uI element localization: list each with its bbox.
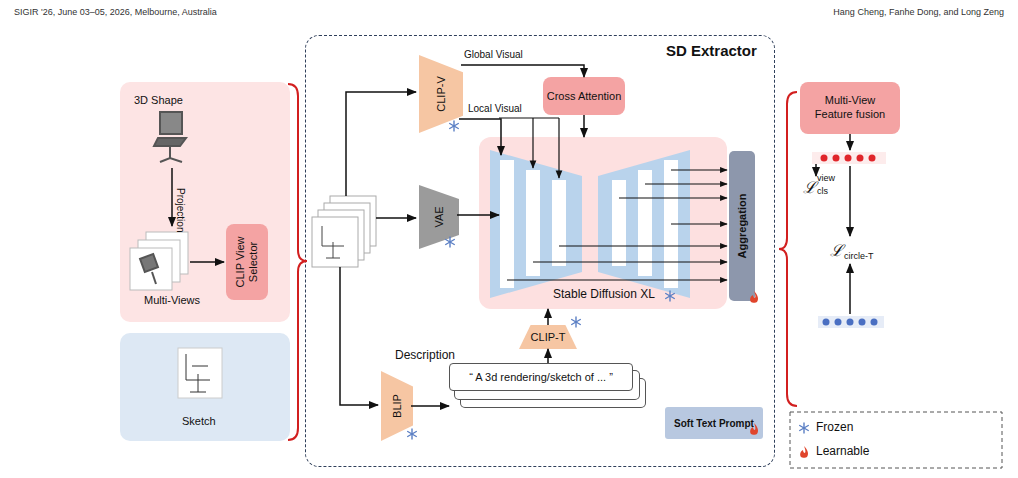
local-visual-arrows	[499, 118, 559, 178]
output-bracket	[779, 92, 797, 406]
node-text: CLIP-T	[531, 331, 566, 343]
selector-arrow	[190, 261, 224, 263]
blip-trapezoid: BLIP	[381, 371, 413, 441]
fusion-outputs	[812, 134, 886, 328]
projection-arrow	[171, 168, 173, 226]
prompt-box: Soft Text Prompt	[665, 407, 763, 439]
connector	[583, 115, 585, 137]
group-bracket	[288, 84, 307, 440]
running-header: Hang Cheng, Fanhe Dong, and Long Zeng	[833, 7, 1004, 17]
legend-text: Frozen	[816, 420, 853, 434]
running-header: SIGIR '26, June 03–05, 2026, Melbourne, …	[14, 7, 217, 17]
annotation: Description	[395, 348, 455, 362]
selector-box: CLIP View Selector	[226, 224, 268, 300]
encoder-trapezoid: CLIP-V	[419, 55, 463, 133]
edge-label: Local Visual	[466, 103, 524, 114]
annotation: Projection	[175, 188, 186, 232]
node-text: “ A 3d rendering/sketch of ... ”	[469, 371, 613, 383]
multi-view-images	[130, 232, 188, 290]
sketch-image	[178, 348, 222, 398]
fusion-box: Multi-View Feature fusion	[800, 82, 900, 134]
annotation: cls	[817, 186, 828, 196]
connector	[547, 309, 549, 325]
aggregation-box: Aggregation	[729, 151, 755, 301]
input-stack	[312, 196, 376, 267]
connector	[547, 349, 549, 363]
annotation: circle-T	[844, 251, 874, 261]
extractor-region: SD ExtractorCLIP-V Cross AttentionVAE Stab…	[305, 35, 775, 467]
connector	[461, 65, 584, 77]
chair-model	[154, 112, 186, 162]
node-text: Multi-Views	[144, 294, 200, 306]
connector	[457, 214, 499, 216]
annotation: view	[817, 173, 835, 183]
node-text: Aggregation	[736, 154, 749, 298]
node-text: Sketch	[182, 415, 216, 427]
feature-arrows	[507, 170, 727, 280]
vae-trapezoid: VAE	[419, 185, 459, 249]
shape-panel: 3D ShapeMulti-Views CLIP View Selector	[120, 82, 290, 322]
attention-box: Cross Attention	[543, 77, 625, 115]
annotation: ℒ	[803, 176, 816, 198]
description-card: “ A 3d rendering/sketch of ... ”	[449, 363, 633, 391]
legend-box	[790, 412, 1002, 468]
unet	[490, 150, 690, 298]
node-text: 3D Shape	[134, 94, 183, 106]
connector	[459, 119, 501, 155]
edge-label: Global Visual	[462, 49, 525, 60]
node-text: BLIP	[391, 374, 404, 438]
legend-symbol	[800, 446, 808, 458]
annotation: ℒ	[830, 239, 843, 261]
node-text: Soft Text Prompt	[674, 418, 754, 429]
text-encoder-trapezoid: CLIP-T	[519, 325, 577, 349]
node-text: VAE	[433, 188, 446, 246]
sketch-panel: Sketch	[120, 333, 290, 441]
node-text: Multi-View Feature fusion	[800, 94, 900, 122]
legend-symbol	[800, 423, 809, 433]
connector	[411, 405, 449, 407]
node-text: SD Extractor	[666, 42, 757, 59]
legend-text: Learnable	[816, 444, 869, 458]
node-text: CLIP-V	[435, 58, 448, 130]
node-text: Cross Attention	[547, 90, 622, 102]
node-text: CLIP View Selector	[234, 227, 259, 297]
diffusion-region: Stable Diffusion XL	[479, 137, 727, 309]
node-text: Stable Diffusion XL	[553, 287, 655, 301]
